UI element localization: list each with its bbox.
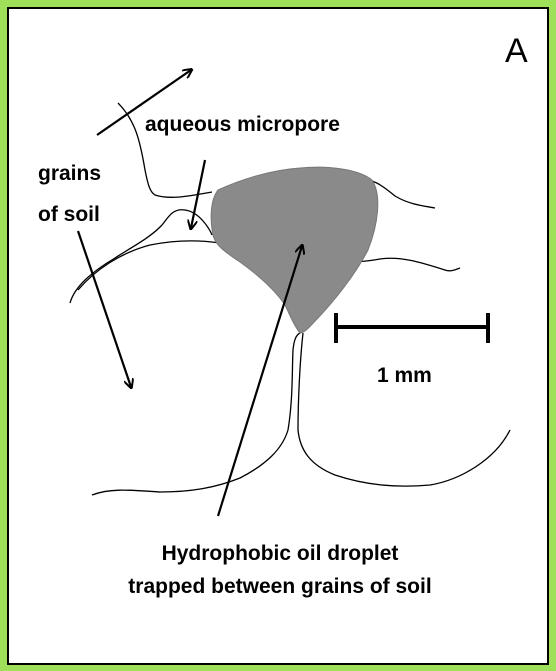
scale-bar-label: 1 mm bbox=[377, 364, 432, 387]
arrows bbox=[78, 70, 302, 516]
grain-left-outline bbox=[92, 333, 300, 495]
grains-label-line1: grains bbox=[38, 162, 101, 185]
caption-line2: trapped between grains of soil bbox=[128, 575, 431, 598]
scale-bar bbox=[336, 313, 488, 343]
grain-right-outline bbox=[298, 333, 510, 486]
oil-droplet bbox=[211, 167, 378, 333]
grains-label-line2: of soil bbox=[38, 203, 100, 226]
caption-line1: Hydrophobic oil droplet bbox=[162, 542, 399, 565]
aqueous-micropore-label: aqueous micropore bbox=[145, 113, 340, 136]
arrow-icon bbox=[218, 246, 302, 516]
panel-letter: A bbox=[505, 32, 528, 70]
